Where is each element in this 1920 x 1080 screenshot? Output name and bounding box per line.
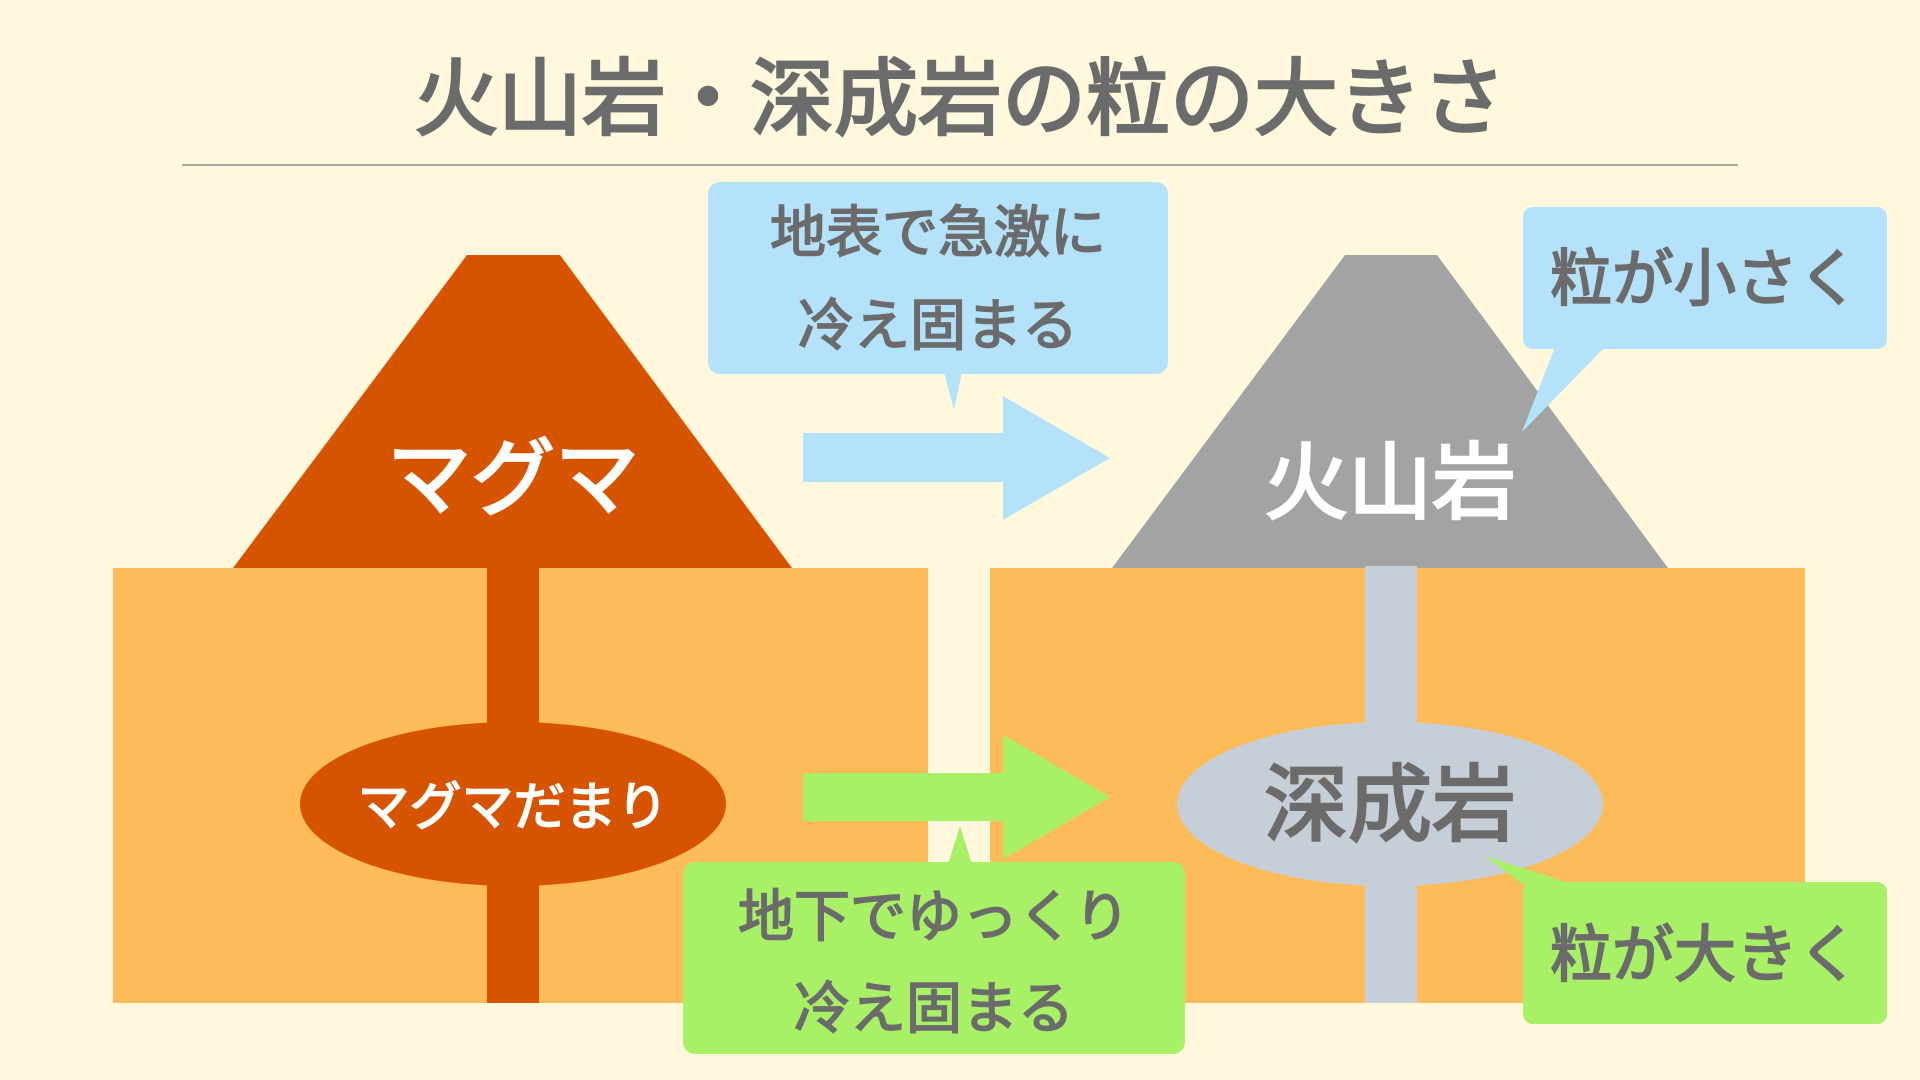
plutonic-rock-chamber	[1177, 722, 1603, 886]
surface-cooling-text-line2: 冷え固まる	[798, 294, 1078, 359]
small-grain-callout	[1523, 207, 1887, 349]
surface-cooling-text-line1: 地表で急激に	[770, 201, 1106, 266]
green-arrow-right-icon	[803, 735, 1110, 859]
large-grain-callout-pointer	[1485, 856, 1572, 884]
large-grain-callout	[1523, 882, 1887, 1024]
underground-cooling-text-line1: 地下でゆっくり	[738, 885, 1130, 950]
small-grain-callout-pointer	[1522, 347, 1605, 432]
magma-chamber-label: マグマだまり	[358, 778, 669, 838]
magma-chamber	[300, 722, 726, 886]
volcanic-rock-label: 火山岩	[1264, 434, 1516, 532]
magma-label: マグマ	[387, 430, 639, 528]
underground-cooling-callout-pointer	[948, 826, 972, 864]
page-title: 火山岩・深成岩の粒の大きさ	[414, 50, 1506, 148]
surface-cooling-callout	[708, 182, 1168, 374]
small-grain-text: 粒が小さく	[1550, 242, 1860, 315]
left-volcano-magma	[233, 255, 792, 568]
underground-cooling-callout	[683, 862, 1185, 1054]
large-grain-text: 粒が大きく	[1550, 918, 1860, 991]
blue-arrow-right-icon	[803, 396, 1110, 520]
surface-cooling-callout-pointer	[944, 372, 962, 410]
right-volcano-volcanic-rock	[1112, 255, 1668, 568]
plutonic-rock-label: 深成岩	[1264, 756, 1516, 854]
underground-cooling-text-line2: 冷え固まる	[794, 977, 1074, 1042]
